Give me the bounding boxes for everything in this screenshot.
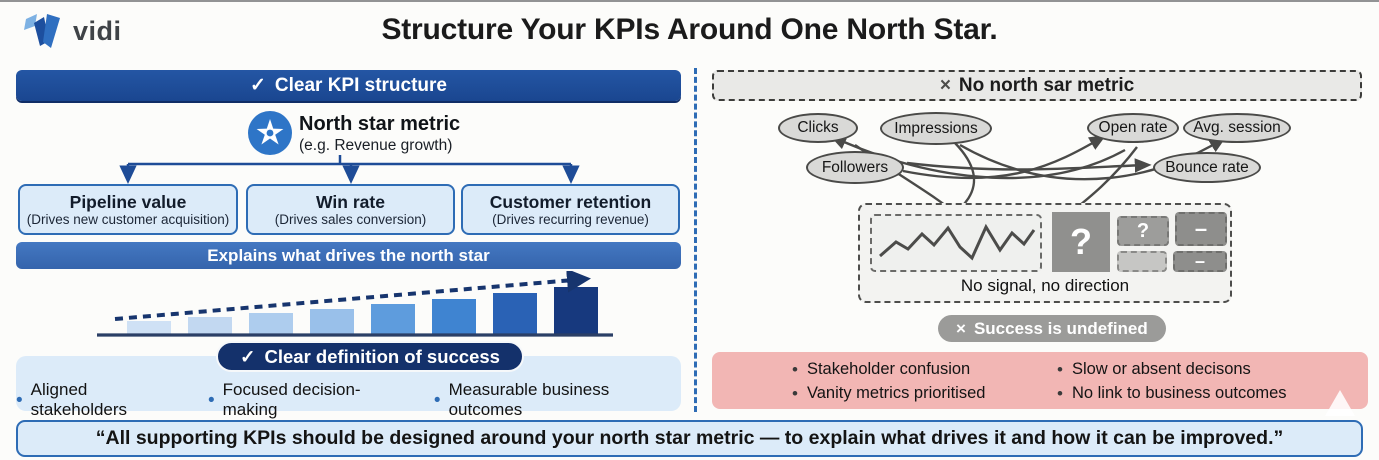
metric-bubble-bounce-rate: Bounce rate (1153, 152, 1261, 183)
page-title: Structure Your KPIs Around One North Sta… (381, 13, 998, 46)
bullet-label: Aligned stakeholders (30, 380, 128, 419)
bullet-dot-icon: • (792, 360, 798, 379)
check-icon: ✓ (240, 345, 256, 367)
list-item: • Slow or absent decisons (1057, 359, 1287, 380)
metric-bubble-clicks: Clicks (778, 113, 858, 143)
question-mark-tile-small: ? (1117, 216, 1169, 246)
no-signal-box: ? ? – – No signal, no direction (858, 203, 1232, 303)
quote-bar: “All supporting KPIs should be designed … (16, 420, 1363, 457)
bullet-label: Focused decision-making (222, 380, 361, 419)
kpi-title: Customer retention (489, 191, 652, 212)
brand-logo: vidi (22, 11, 122, 51)
kpi-title: Win rate (316, 191, 385, 212)
no-signal-caption: No signal, no direction (960, 276, 1130, 295)
question-mark-tile: ? (1052, 212, 1110, 272)
dash-tile: – (1175, 212, 1227, 246)
cross-icon: × (956, 318, 966, 338)
growth-bar-chart (97, 271, 613, 337)
consequences-panel: • Stakeholder confusion • Vanity metrics p… (712, 352, 1368, 409)
dash-tile: – (1173, 251, 1227, 272)
trend-arrow (114, 271, 591, 321)
consequences-column-right: • Slow or absent decisons • No link to bus… (1057, 359, 1287, 404)
left-header-label: Clear KPI structure (274, 74, 448, 96)
check-icon: ✓ (249, 75, 266, 96)
empty-tile (1117, 251, 1167, 272)
metric-bubble-open-rate: Open rate (1087, 113, 1179, 143)
list-item: • Aligned stakeholders (16, 380, 184, 420)
cross-icon: × (939, 74, 951, 96)
kpi-title: Pipeline value (69, 191, 187, 212)
bullet-dot-icon: • (1057, 384, 1063, 403)
list-item: • Vanity metrics prioritised (792, 383, 985, 404)
left-panel-header: ✓ Clear KPI structure (16, 70, 681, 101)
consequence-label: Stakeholder confusion (806, 360, 971, 378)
kpi-subtitle: (Drives new customer acquisition) (26, 211, 230, 227)
north-star-title: North star metric (299, 113, 461, 135)
consequences-column-left: • Stakeholder confusion • Vanity metrics p… (792, 359, 985, 404)
north-star-icon (248, 111, 292, 155)
bullet-dot-icon: • (207, 389, 215, 411)
kpi-card-win-rate: Win rate (Drives sales conversion) (246, 184, 455, 235)
success-pill-label: Clear definition of success (264, 345, 500, 367)
kpi-card-pipeline-value: Pipeline value (Drives new customer acqu… (18, 184, 238, 235)
list-item: • Stakeholder confusion (792, 359, 985, 380)
chart-bars (127, 287, 598, 334)
north-star-subtitle: (e.g. Revenue growth) (299, 137, 453, 154)
consequence-label: Vanity metrics prioritised (806, 384, 986, 402)
list-item: • No link to business outcomes (1057, 383, 1287, 404)
vidi-logo-icon (24, 14, 60, 48)
left-bullet-list: • Aligned stakeholders • Focused decision-… (16, 380, 681, 420)
success-pill: ✓ Clear definition of success (216, 341, 524, 372)
kpi-card-customer-retention: Customer retention (Drives recurring rev… (461, 184, 680, 235)
bullet-label: Measurable business outcomes (448, 380, 610, 419)
bullet-dot-icon: • (16, 389, 23, 411)
connector-arrows (119, 155, 580, 184)
brand-name: vidi (73, 15, 122, 46)
metric-bubble-impressions: Impressions (880, 112, 992, 145)
top-edge-line (0, 0, 1379, 2)
bullet-dot-icon: • (1057, 360, 1063, 379)
list-item: • Measurable business outcomes (434, 380, 681, 420)
north-star-text: North star metric (e.g. Revenue growth) (299, 113, 460, 154)
right-header-label: No north sar metric (958, 74, 1135, 96)
bullet-dot-icon: • (433, 389, 441, 411)
undefined-pill-label: Success is undefined (973, 318, 1148, 338)
consequence-label: Slow or absent decisons (1071, 360, 1251, 378)
success-undefined-pill: × Success is undefined (938, 315, 1166, 342)
consequence-label: No link to business outcomes (1071, 384, 1287, 402)
noisy-line-chart (870, 214, 1042, 272)
kpi-subtitle: (Drives recurring revenue) (492, 211, 649, 227)
zigzag-line-icon (879, 223, 1036, 261)
right-panel-header: × No north sar metric (712, 70, 1362, 101)
bullet-dot-icon: • (792, 384, 798, 403)
list-item: • Focused decision-making (208, 380, 410, 420)
watermark-arrow-icon (1325, 390, 1355, 416)
kpi-subtitle: (Drives sales conversion) (274, 211, 427, 227)
metric-bubble-avg-session: Avg. session (1183, 113, 1291, 143)
panel-divider (694, 68, 697, 412)
explains-bar: Explains what drives the north star (16, 242, 681, 269)
metric-bubble-followers: Followers (806, 151, 904, 184)
